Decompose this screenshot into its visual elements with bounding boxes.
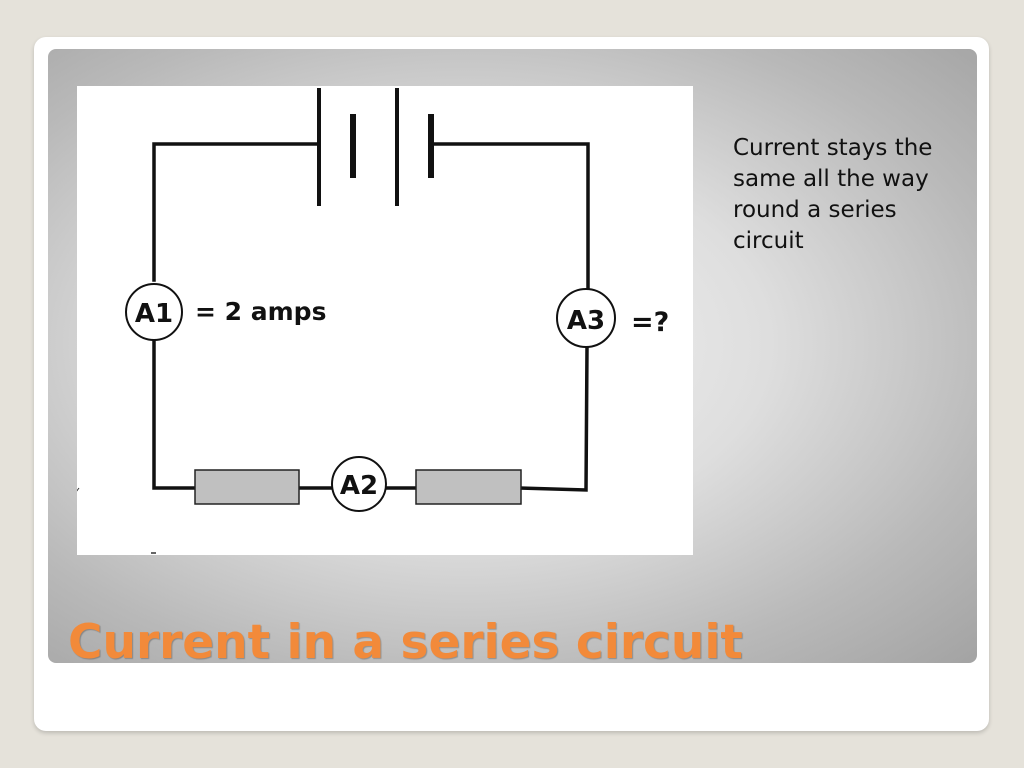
ammeter-a1-circle xyxy=(125,283,183,341)
wire-left-lower xyxy=(152,338,197,490)
circuit-svg: A1 = 2 amps A2 A3 =? xyxy=(77,88,669,554)
battery xyxy=(317,88,434,206)
ammeter-a1-label: A1 xyxy=(135,299,173,329)
circuit-diagram: A1 = 2 amps A2 A3 =? xyxy=(77,86,693,555)
resistor-right xyxy=(415,469,522,505)
ammeter-a2-label: A2 xyxy=(340,471,378,501)
ammeter-a1: A1 xyxy=(125,283,183,341)
ammeter-a3-circle xyxy=(556,288,616,348)
slide-title: Current in a series circuit xyxy=(68,615,743,670)
ammeter-a3: A3 xyxy=(556,288,616,348)
ammeter-a2: A2 xyxy=(331,456,387,512)
wire-right-lower xyxy=(519,346,589,492)
wire-top-right xyxy=(430,142,590,291)
wire-top-left xyxy=(152,142,319,282)
resistor-left xyxy=(194,469,300,505)
ammeter-a2-circle xyxy=(331,456,387,512)
ammeter-a1-reading: = 2 amps xyxy=(195,297,326,326)
ammeter-a3-reading: =? xyxy=(631,307,669,338)
explanation-text: Current stays the same all the way round… xyxy=(733,135,933,254)
ammeter-a3-label: A3 xyxy=(567,306,605,336)
stray-mark-left xyxy=(77,487,80,492)
